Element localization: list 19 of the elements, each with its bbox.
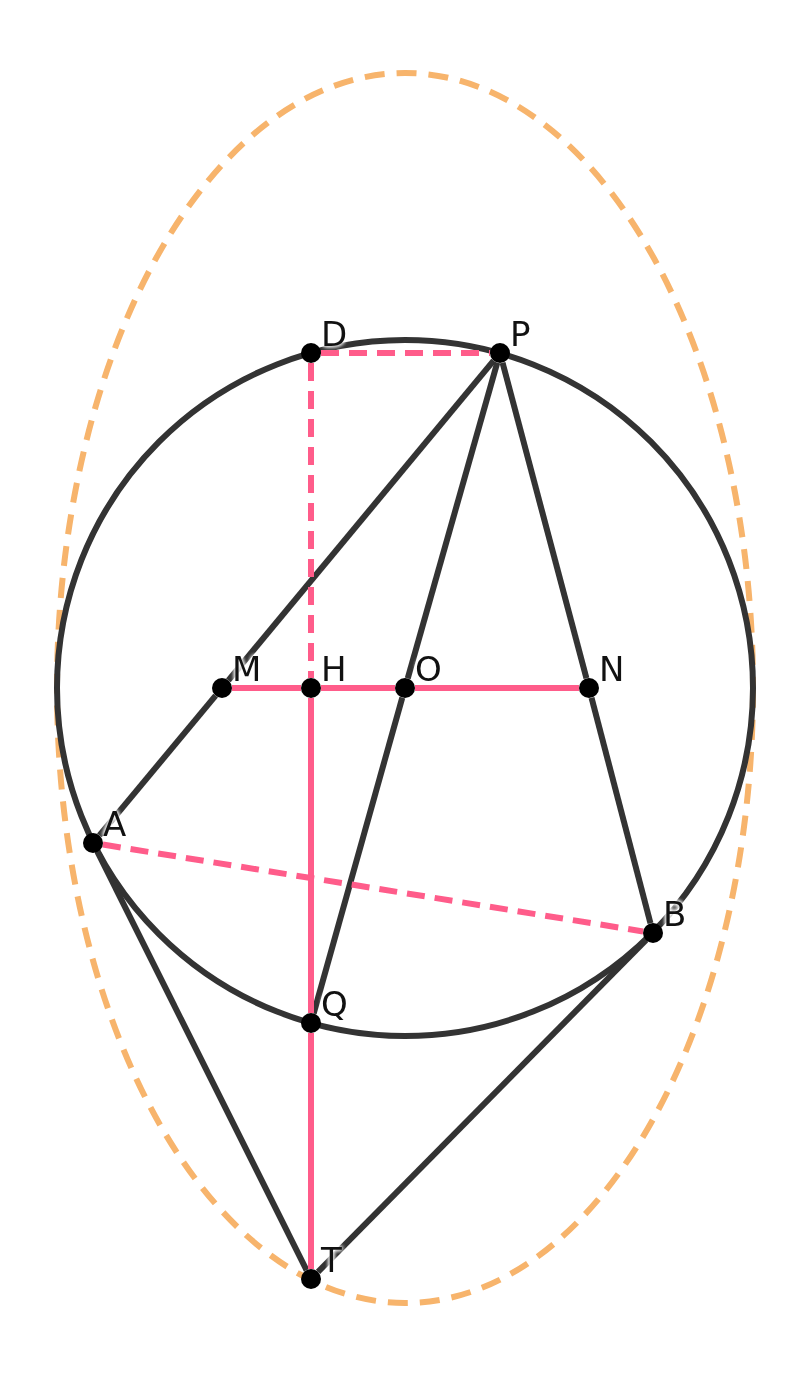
segment <box>499 361 590 680</box>
point-label: Q <box>321 987 348 1021</box>
point-label: N <box>599 652 625 686</box>
dashed-segment <box>308 363 314 678</box>
point-label: P <box>510 317 531 351</box>
segment <box>226 358 496 683</box>
segment <box>308 1033 314 1269</box>
point-label: H <box>321 652 347 686</box>
segment <box>588 696 654 925</box>
dashed-segment <box>102 841 644 935</box>
segment <box>232 685 301 691</box>
segment <box>94 850 310 1272</box>
point-label: O <box>415 652 442 686</box>
point-label: M <box>232 652 262 686</box>
segment <box>404 361 501 680</box>
point-label: D <box>321 317 348 351</box>
segment <box>308 698 314 1013</box>
segment <box>415 685 579 691</box>
segment <box>321 685 395 691</box>
